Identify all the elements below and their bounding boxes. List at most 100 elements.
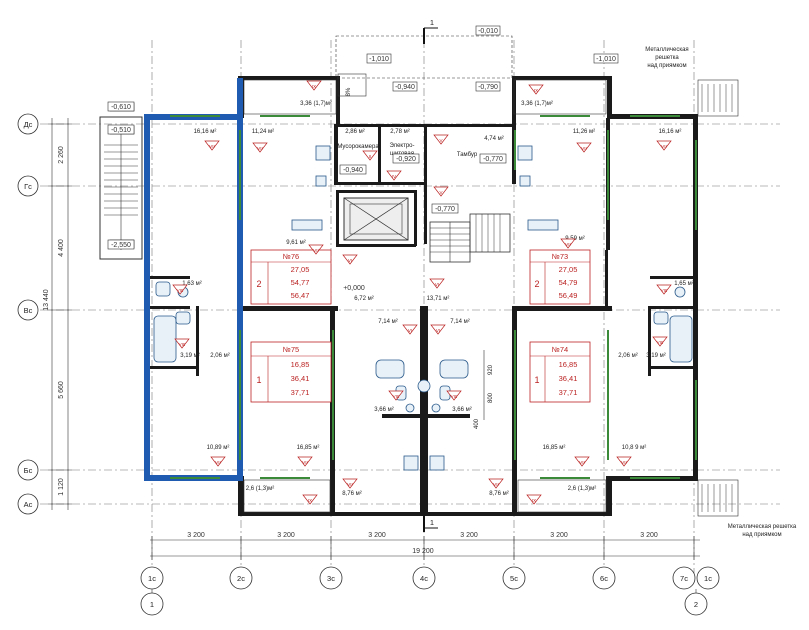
axis-label: Гс [24,182,32,191]
category-mark: IX [308,498,312,503]
room-area: 2,6 (1,3)м² [568,486,596,492]
apt-area-living: 16,85 [559,360,578,369]
room-area: 11,26 м² [573,129,595,135]
level-value: -0,010 [478,28,498,35]
room-area: 13,71 м² [427,296,450,302]
level-value: -0,770 [435,206,455,213]
category-mark: VII [302,460,308,465]
category-mark: VIII [451,394,458,399]
category-mark: VII [581,146,587,151]
room-area: 3,36 (1,7)м² [300,101,332,107]
room-area: 2,78 м² [390,129,409,135]
category-mark: VII [565,242,571,247]
dim-value: 5 660 [58,381,65,399]
category-mark: II [369,154,372,159]
axis-label: Вс [24,306,33,315]
apt-number: №74 [552,345,568,354]
level-value: -0,940 [343,167,363,174]
elevator-shaft [343,197,409,241]
room-area: 4,74 м² [484,136,503,142]
axis-label: 4с [420,574,428,583]
category-mark: VI [348,258,352,263]
apt-number: №75 [283,345,299,354]
room-area: 2,86 м² [345,129,364,135]
apt-area-total: 54,79 [559,278,578,287]
room-area: 1,63 м² [182,281,201,287]
room-area: 16,85 м² [297,445,320,451]
category-mark: VII [209,144,215,149]
windows [170,115,697,479]
apt-area-full: 56,49 [559,291,578,300]
axis-label: 6с [600,574,608,583]
axis-label-big: 2 [694,600,698,609]
apt-rooms: 1 [534,375,539,385]
axis-bubbles-rows: Дс Гс Вс Бс Ас [17,113,39,515]
apartment-box-75: №75 1 16,85 36,41 37,71 [250,341,332,403]
apt-area-full: 37,71 [559,388,578,397]
category-mark: VII [257,146,263,151]
axis-label: 5с [510,574,518,583]
room-area: 2,6 (1,3)м² [246,486,274,492]
category-mark: IV [392,174,396,179]
level-value: -2,550 [111,242,131,249]
grating-note: Металлическая [645,47,688,53]
dim-value: 400 [474,418,480,429]
axis-label: 1с [704,574,712,583]
axis-label: 3с [327,574,335,583]
apt-rooms: 2 [256,279,261,289]
category-mark: VII [621,460,627,465]
dim-value: 3 200 [187,532,205,539]
section-label: 1 [430,518,434,527]
apartment-box-73: №73 2 27,05 54,79 56,49 [529,249,591,305]
category-mark: VI [436,328,440,333]
dim-value: 1 120 [58,478,65,496]
apt-area-total: 54,77 [291,278,310,287]
dim-value: 3 200 [368,532,386,539]
apt-number: №73 [552,252,568,261]
axis-grid [40,40,780,580]
dim-value: 920 [488,364,494,375]
highlighted-apartment-outline [144,78,243,481]
axis-label: Дс [24,120,33,129]
category-mark: IX [532,498,536,503]
dim-total: 19 200 [412,548,434,555]
level-value: +0,000 [343,285,365,292]
room-area: 16,16 м² [194,129,217,135]
room-name: Электро- [389,143,414,149]
axis-label-big: 1 [150,600,154,609]
category-mark: VIII [661,288,668,293]
category-mark: VIII [657,340,664,345]
axis-bubbles-columns: 1с 2с 3с 4с 5с 6с 7с 1с 1 2 [140,566,720,616]
axis-label: 7с [680,574,688,583]
room-area: 16,16 м² [659,129,682,135]
category-mark: VII [347,482,353,487]
room-area: 6,72 м² [354,296,373,302]
room-name: Тамбур [457,152,478,158]
dim-value: 3 200 [640,532,658,539]
room-area: 11,24 м² [252,129,274,135]
room-area: 8,76 м² [489,491,508,497]
vertical-dimensions: 2 260 4 400 5 660 1 120 13 440 [43,118,72,510]
loggias [243,35,739,517]
section-label: 1 [430,18,434,27]
apt-area-living: 16,85 [291,360,310,369]
room-area: 3,36 (1,7)м² [521,101,553,107]
room-area: 9,61 м² [286,240,305,246]
category-mark: VII [661,144,667,149]
apt-area-full: 56,47 [291,291,310,300]
level-value: -0,770 [483,156,503,163]
category-mark: VIII [179,342,186,347]
room-area: 3,19 м² [646,353,665,359]
dim-total: 13 440 [43,289,50,311]
category-mark: VI [408,328,412,333]
apartment-box-74: №74 1 16,85 36,41 37,71 [529,341,591,403]
small-dimensions: 920 800 400 [474,350,494,429]
category-mark: V [439,138,442,143]
dim-value: 3 200 [460,532,478,539]
dim-value: 3 200 [277,532,295,539]
room-area: 10,89 м² [207,445,230,451]
category-mark: VII [215,460,221,465]
sanitary-fixtures [153,145,693,471]
room-area: 16,85 м² [543,445,566,451]
